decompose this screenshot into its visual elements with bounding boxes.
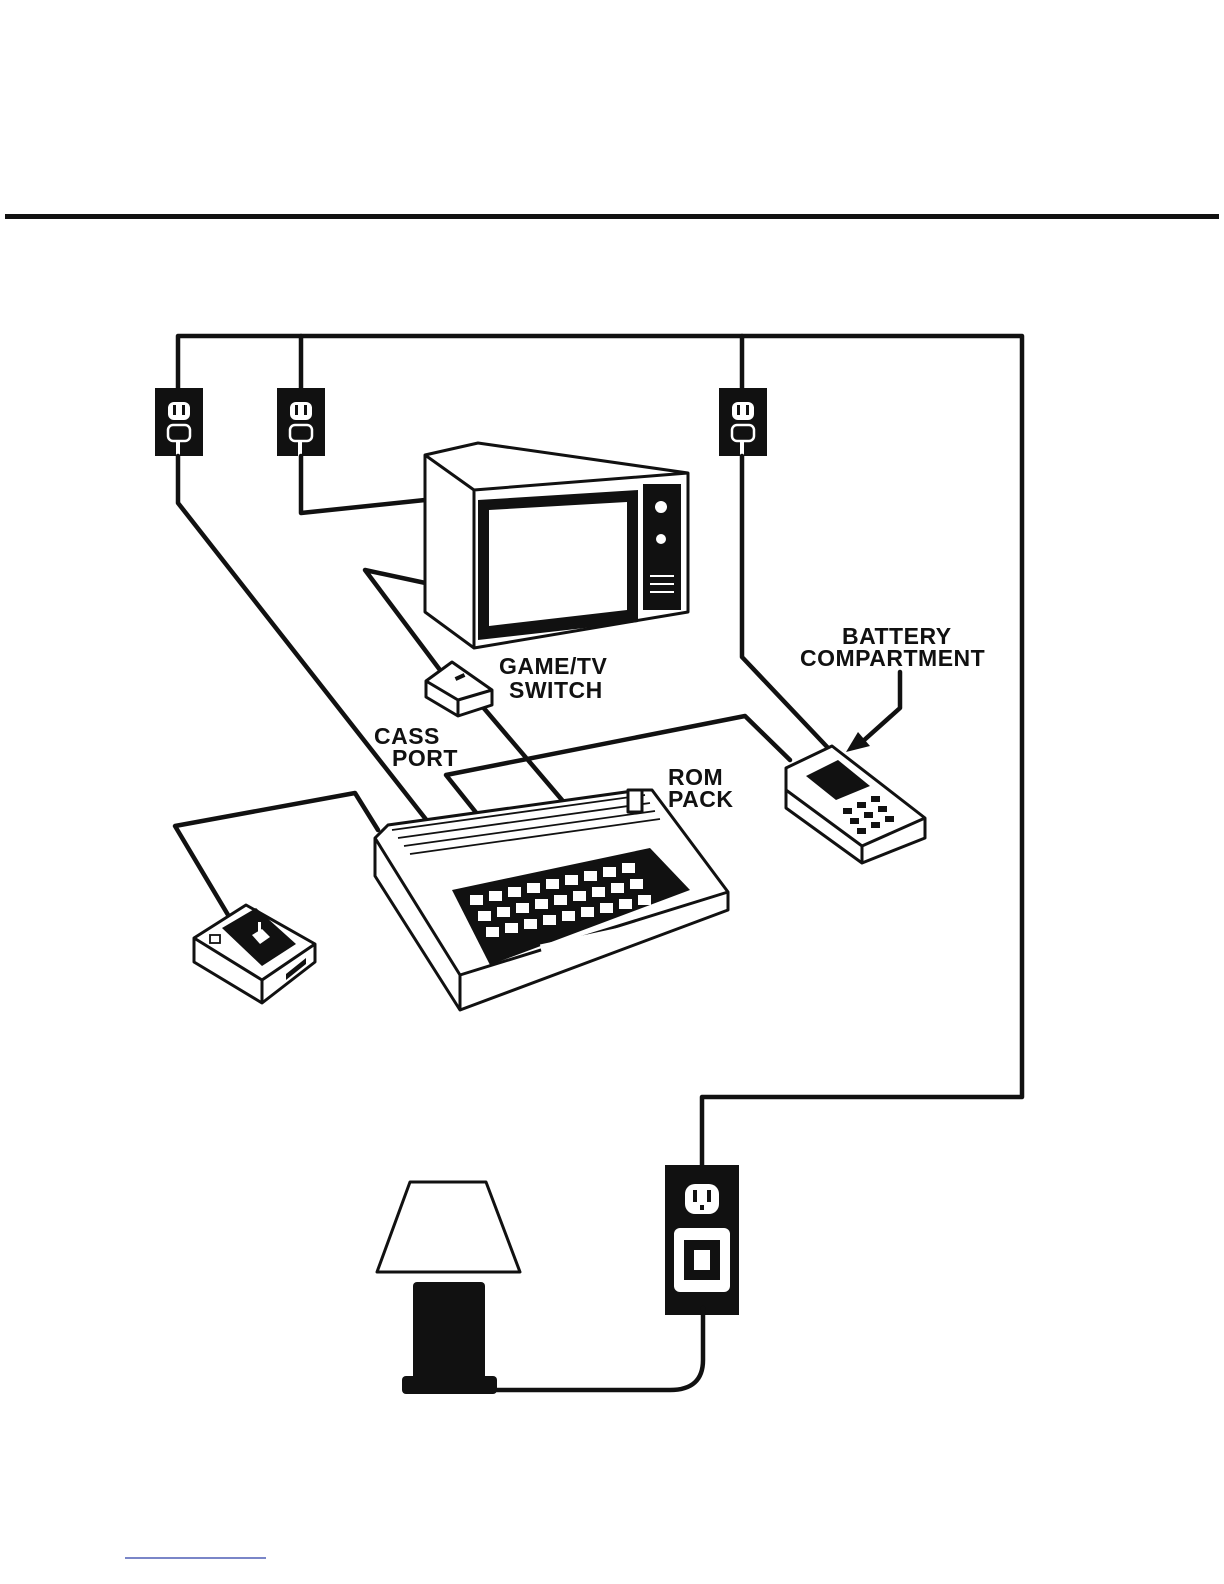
tv-power-cord bbox=[301, 456, 425, 513]
label-rom-line2: PACK bbox=[668, 786, 733, 812]
television-icon bbox=[425, 443, 688, 648]
battery-pointer-arrow bbox=[862, 672, 900, 742]
wall-outlet-icon bbox=[277, 388, 325, 456]
computer-keyboard-icon bbox=[375, 790, 728, 1010]
label-game-tv-line1: GAME/TV bbox=[499, 653, 607, 679]
cassette-cable bbox=[175, 793, 378, 935]
ac-adapter-icon bbox=[786, 746, 925, 863]
wall-outlet-icon bbox=[719, 388, 767, 456]
wall-outlet-icon bbox=[155, 388, 203, 456]
game-tv-switch-icon bbox=[426, 662, 492, 716]
adapter-cord bbox=[742, 456, 830, 750]
battery-pointer-arrowhead bbox=[846, 732, 870, 752]
wall-outlet-icon bbox=[665, 1165, 739, 1315]
header-rule bbox=[5, 214, 1219, 219]
lamp-power-cord bbox=[495, 1308, 703, 1390]
table-lamp-icon bbox=[377, 1182, 520, 1394]
label-cass-line2: PORT bbox=[392, 745, 458, 771]
label-battery-line2: COMPARTMENT bbox=[800, 645, 985, 671]
label-game-tv-line2: SWITCH bbox=[509, 677, 603, 703]
joystick-icon bbox=[194, 905, 315, 1003]
